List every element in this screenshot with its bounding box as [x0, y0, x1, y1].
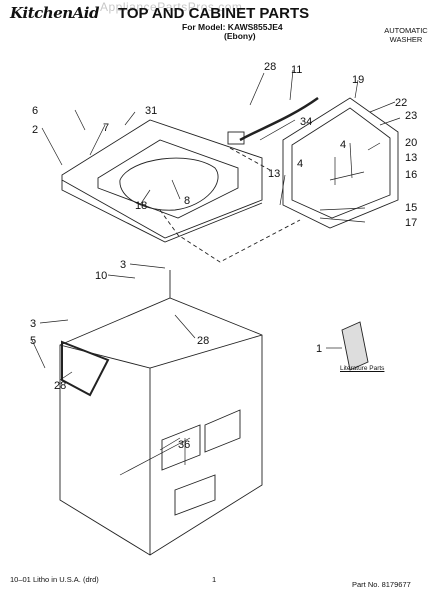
product-type-line-2: WASHER — [389, 35, 423, 44]
callout-4-left: 4 — [297, 158, 303, 170]
callout-5: 5 — [30, 335, 36, 347]
top-opening — [97, 139, 239, 219]
callout-13-right: 13 — [405, 152, 417, 164]
front-cutout — [61, 340, 110, 397]
watermark-text: AppliancePartsPros.com — [100, 0, 243, 14]
color-line: (Ebony) — [224, 31, 256, 41]
footer-page-number: 1 — [212, 575, 217, 584]
callout-28-middle: 28 — [197, 335, 209, 347]
callout-7: 7 — [103, 122, 109, 134]
callout-31: 31 — [145, 105, 157, 117]
callout-18: 18 — [135, 200, 147, 212]
literature-label: Literature Parts — [340, 365, 385, 372]
callout-3-upper: 3 — [120, 259, 126, 271]
callout-34: 34 — [300, 116, 312, 128]
cabinet-front — [59, 297, 263, 556]
callout-15: 15 — [405, 202, 417, 214]
brand-logo: KitchenAid — [10, 4, 99, 22]
tub-ring — [119, 157, 219, 211]
recess-3 — [174, 474, 216, 516]
cabinet-top-edge — [59, 334, 263, 369]
top-panel — [61, 119, 263, 239]
lid-switch — [227, 131, 245, 145]
callout-6: 6 — [32, 105, 38, 117]
callout-23: 23 — [405, 110, 417, 122]
literature-booklet — [341, 321, 369, 371]
callout-2: 2 — [32, 124, 38, 136]
recess-1 — [161, 424, 201, 471]
callout-19: 19 — [352, 74, 364, 86]
callout-1: 1 — [316, 343, 322, 355]
callout-8: 8 — [184, 195, 190, 207]
callout-4-right: 4 — [340, 139, 346, 151]
callout-13-left: 13 — [268, 168, 280, 180]
recess-2 — [204, 409, 241, 453]
callout-28-lower: 28 — [54, 380, 66, 392]
product-type-line-1: AUTOMATIC — [384, 26, 428, 35]
callout-28-top: 28 — [264, 61, 276, 73]
callout-22: 22 — [395, 97, 407, 109]
model-line: For Model: KAWS855JE4 — [182, 22, 283, 32]
callout-16: 16 — [405, 169, 417, 181]
wire-harness — [239, 96, 319, 142]
callout-17: 17 — [405, 217, 417, 229]
lid-frame — [282, 97, 399, 229]
top-panel-front — [61, 180, 263, 243]
product-type: AUTOMATIC WASHER — [378, 26, 434, 44]
lid-panel — [291, 107, 391, 219]
callout-36: 36 — [178, 439, 190, 451]
footer-part-number: Part No. 8179677 — [352, 580, 411, 589]
callout-20: 20 — [405, 137, 417, 149]
footer-litho: 10–01 Litho in U.S.A. (drd) — [10, 575, 99, 584]
callout-10: 10 — [95, 270, 107, 282]
page-title: TOP AND CABINET PARTS — [118, 5, 310, 22]
callout-11: 11 — [291, 64, 302, 76]
callout-3-lower: 3 — [30, 318, 36, 330]
